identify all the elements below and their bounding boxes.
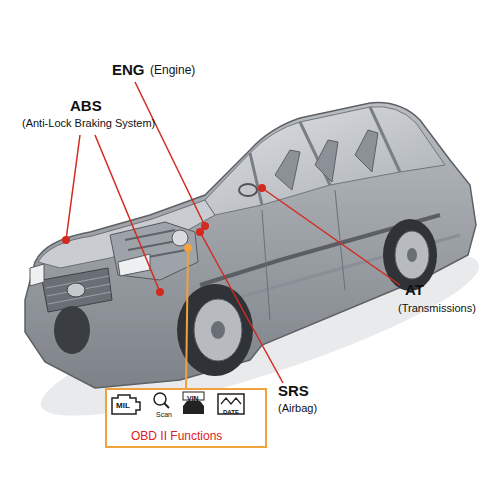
icon-label: Scan (156, 411, 172, 418)
box-title: OBD II Functions (131, 430, 222, 442)
scan-icon-handle (164, 403, 169, 408)
function-box: MIL Scan VIN DATE OBD II Functions (105, 388, 267, 448)
grille-bar (46, 276, 111, 304)
date-wave (221, 398, 241, 404)
car-cabin (205, 107, 445, 215)
headlight (30, 254, 150, 286)
icon-label: MIL (116, 402, 130, 410)
system-name: (Anti-Lock Braking System) (22, 117, 155, 129)
roof-pillar (250, 107, 400, 205)
mil-icon (112, 395, 140, 414)
engine-cap (172, 230, 188, 246)
obd-box-fill (105, 388, 267, 448)
far-wheel (54, 306, 90, 354)
leader-line (262, 188, 400, 285)
icon-label: DATE (223, 409, 239, 415)
obd-dot (184, 244, 192, 252)
system-name: (Airbag) (278, 402, 317, 414)
point-dot (62, 236, 70, 244)
system-name: (Engine) (150, 64, 195, 77)
leader-line (135, 82, 205, 226)
rear-hub (407, 248, 417, 262)
obd-leader (186, 248, 188, 388)
system-code: AT (405, 282, 424, 299)
front-rim (194, 299, 242, 361)
rear-wheel (383, 219, 437, 291)
system-name: (Transmissions) (398, 302, 476, 314)
front-grille (42, 268, 112, 312)
point-dot (196, 228, 204, 236)
front-wheel (177, 284, 253, 376)
grille-badge (67, 283, 85, 297)
door-line (262, 190, 345, 320)
leader-line (95, 135, 160, 292)
system-code: ENG (112, 62, 145, 79)
icon-label: VIN (187, 395, 199, 402)
point-dot (258, 184, 266, 192)
car-seat (275, 130, 378, 190)
system-code: SRS (278, 383, 309, 400)
rear-rim (395, 231, 429, 279)
date-icon (218, 394, 244, 414)
front-hub (211, 321, 225, 339)
vin-icon (183, 401, 204, 414)
car-body (25, 103, 476, 388)
steering-wheel (239, 184, 257, 196)
leader-line (66, 135, 80, 240)
leader-line (200, 232, 283, 383)
point-dots (62, 184, 266, 296)
point-dot (156, 288, 164, 296)
system-code: ABS (70, 98, 102, 115)
